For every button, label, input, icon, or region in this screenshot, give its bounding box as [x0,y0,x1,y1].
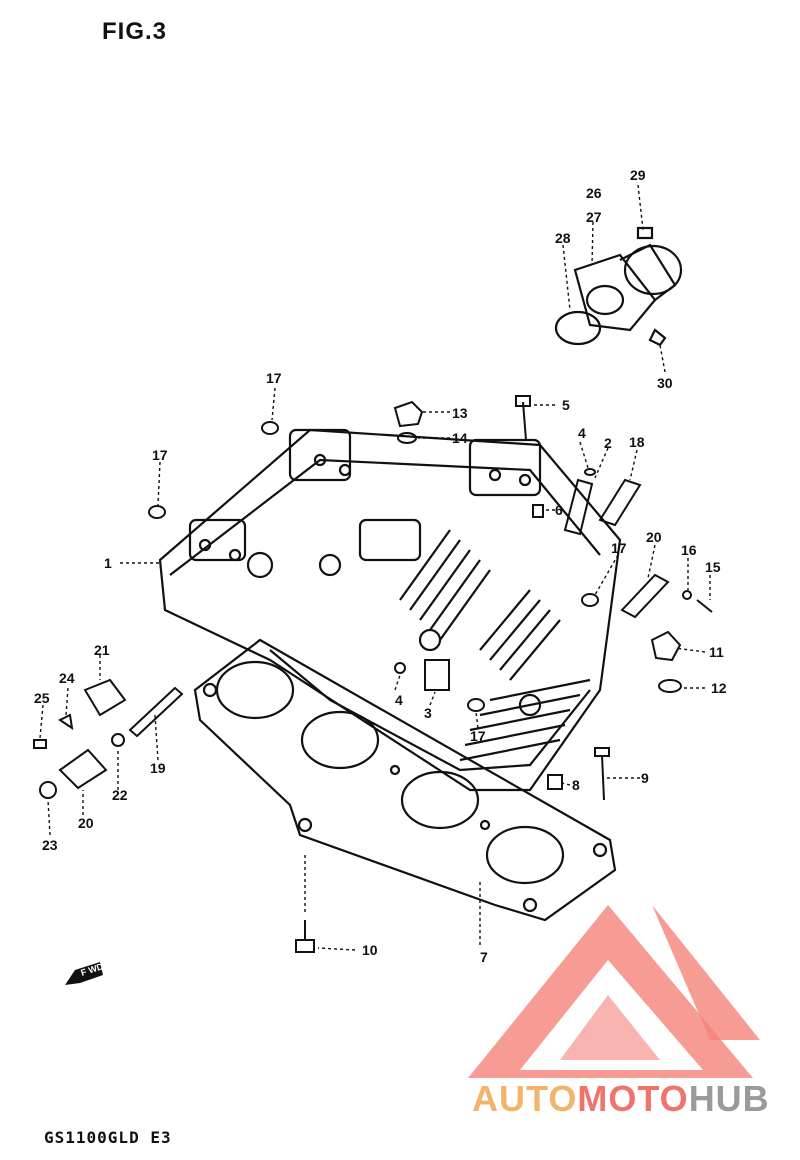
automotohub-logo: AUTOMOTOHUB [472,1078,770,1120]
callout-c9: 9 [641,770,649,786]
forward-arrow-icon: F WD [65,961,105,985]
callout-c20a: 20 [646,529,662,545]
callout-c23: 23 [42,837,58,853]
callout-c1: 1 [104,555,112,571]
callout-c21: 21 [94,642,110,658]
logo-part-moto: MOTO [577,1078,689,1119]
logo-mark [468,905,760,1078]
callout-c7: 7 [480,949,488,965]
callout-c6: 6 [555,502,563,518]
callout-c29: 29 [630,167,646,183]
leader-lines [39,184,711,951]
callout-c19: 19 [150,760,166,776]
small-parts [33,395,713,953]
callout-c17b: 17 [152,447,168,463]
callout-c24: 24 [59,670,75,686]
callout-c30: 30 [657,375,673,391]
intake-pipe [554,226,683,347]
callout-c4a: 4 [578,425,586,441]
head-gasket [193,638,617,922]
callout-c13: 13 [452,405,468,421]
callout-c28: 28 [555,230,571,246]
model-label: GS1100GLD E3 [44,1128,172,1147]
callout-c8: 8 [572,777,580,793]
callout-c4b: 4 [395,692,403,708]
logo-part-auto: AUTO [472,1078,578,1119]
callout-c20b: 20 [78,815,94,831]
cylinder-head [158,428,622,792]
callout-c12: 12 [711,680,727,696]
callout-c14: 14 [452,430,468,446]
callout-c22: 22 [112,787,128,803]
callout-c10: 10 [362,942,378,958]
callout-c26: 26 [586,185,602,201]
callout-c5: 5 [562,397,570,413]
callout-c2: 2 [604,435,612,451]
callout-c17d: 17 [470,728,486,744]
callout-c15: 15 [705,559,721,575]
callout-c3: 3 [424,705,432,721]
callout-c17a: 17 [266,370,282,386]
callout-c11: 11 [709,644,724,660]
callout-c18: 18 [629,434,645,450]
callout-c27: 27 [586,209,602,225]
callout-c17c: 17 [611,540,627,556]
callout-c16: 16 [681,542,697,558]
callout-c25: 25 [34,690,50,706]
figure-title: FIG.3 [102,18,168,45]
logo-part-hub: HUB [688,1078,770,1119]
